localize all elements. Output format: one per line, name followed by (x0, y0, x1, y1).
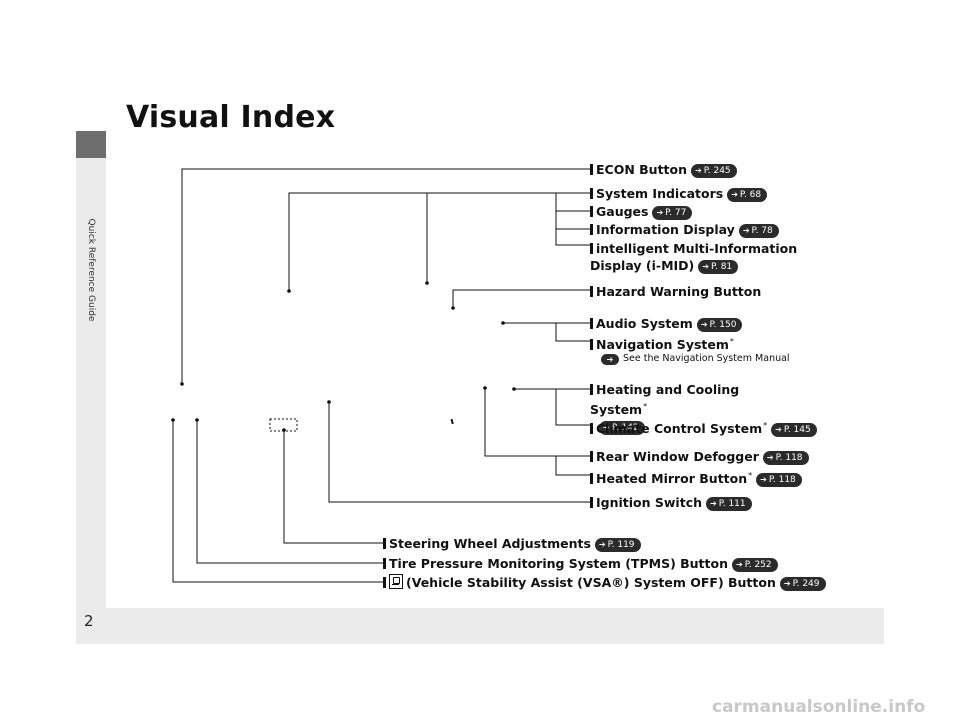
item-information-display[interactable]: Information Display➔P. 78 (590, 221, 779, 238)
page-ref-badge[interactable]: ➔P. 119 (594, 538, 641, 552)
pointer-dot (425, 281, 429, 285)
bullet-bar (590, 318, 593, 329)
page-ref-badge[interactable]: ➔P. 142 (599, 421, 645, 436)
arrow-icon: ➔ (656, 208, 664, 217)
leader-system-indicators (288, 192, 590, 291)
arrow-icon: ➔ (736, 560, 743, 569)
item-heated-mirror-button[interactable]: Heated Mirror Button*➔P. 118 (590, 467, 802, 488)
watermark: carmanualsonline.info (712, 697, 926, 717)
leader-hazard (452, 289, 590, 308)
item-ignition-switch[interactable]: Ignition Switch➔P. 111 (590, 494, 752, 511)
bullet-bar (383, 558, 386, 569)
page-ref-badge[interactable]: ➔P. 252 (732, 558, 778, 572)
pointer-dot (483, 386, 487, 390)
page-ref-badge[interactable]: ➔P. 145 (771, 423, 817, 438)
bullet-bar (590, 473, 593, 485)
page-ref-badge[interactable]: ➔P. 249 (779, 577, 826, 591)
bullet-bar (383, 538, 386, 549)
item-steering-wheel-adjustments[interactable]: Steering Wheel Adjustments➔P. 119 (383, 535, 641, 552)
page-ref-badge[interactable]: ➔P. 118 (762, 451, 809, 465)
item-i-mid[interactable]: intelligent Multi-Information Display (i… (590, 241, 798, 274)
bullet-bar (590, 384, 593, 395)
bullet-bar (590, 286, 593, 297)
pointer-dot (287, 289, 291, 293)
bullet-bar (590, 164, 593, 175)
bullet-bar (590, 188, 593, 199)
leader-defogger (484, 388, 590, 457)
bullet-bar (590, 339, 593, 351)
pointer-dot (512, 387, 516, 391)
arrow-icon: ➔ (598, 540, 606, 549)
item-tpms-button[interactable]: Tire Pressure Monitoring System (TPMS) B… (383, 555, 778, 572)
leader-climate (555, 389, 590, 426)
page-number: 2 (84, 612, 94, 630)
arrow-icon: ➔ (766, 453, 774, 462)
arrow-icon: ➔ (695, 166, 702, 175)
bullet-bar (590, 497, 593, 508)
page-ref-badge[interactable]: ➔P. 150 (696, 318, 743, 332)
pointer-dot (451, 306, 455, 310)
arrow-icon: ➔ (742, 226, 750, 235)
bullet-bar (590, 423, 593, 435)
bullet-bar (590, 243, 593, 254)
leader-audio (503, 322, 590, 342)
bullet-bar (590, 451, 593, 462)
leader-econ (181, 168, 590, 384)
arrow-icon: ➔ (731, 190, 738, 199)
bullet-bar (383, 577, 386, 588)
page-ref-badge[interactable]: ➔P. 78 (738, 224, 779, 238)
arrow-icon: ➔ (760, 475, 767, 485)
pointer-mark (450, 418, 454, 425)
leader-steering (283, 430, 383, 544)
item-heating-cooling-system[interactable]: Heating and Cooling System*➔P. 142 (590, 382, 740, 436)
leader-tpms (196, 420, 383, 564)
leader-bracket-gauges (555, 192, 590, 246)
pointer-dot (501, 321, 505, 325)
arrow-icon: ➔ (700, 320, 708, 329)
leader-ignition (328, 402, 590, 503)
page-ref-badge[interactable]: ➔P. 118 (756, 473, 802, 488)
content-area (106, 131, 884, 608)
arrow-icon: ➔ (603, 423, 610, 433)
item-navigation-system[interactable]: Navigation System* (590, 333, 734, 353)
item-system-indicators[interactable]: System Indicators➔P. 68 (590, 185, 768, 202)
item-hazard-warning-button[interactable]: Hazard Warning Button (590, 283, 761, 300)
arrow-icon: ➔ (783, 579, 791, 588)
bullet-bar (590, 206, 593, 217)
item-climate-control-system[interactable]: Climate Control System*➔P. 145 (590, 417, 817, 438)
item-vsa-off-button[interactable]: (Vehicle Stability Assist (VSA®) System … (383, 574, 826, 591)
bullet-bar (590, 224, 593, 235)
leader-mirror (555, 456, 590, 476)
page-ref-badge[interactable]: ➔P. 77 (652, 206, 693, 220)
section-tab (76, 131, 106, 158)
pointer-dot (180, 382, 184, 386)
leader-vsa (172, 420, 383, 583)
item-rear-window-defogger[interactable]: Rear Window Defogger➔P. 118 (590, 448, 809, 465)
item-gauges[interactable]: Gauges➔P. 77 (590, 203, 693, 220)
page-ref-badge[interactable]: ➔P. 111 (706, 497, 752, 511)
page-ref-badge[interactable]: ➔P. 245 (691, 164, 737, 178)
pointer-dot (195, 418, 199, 422)
item-audio-system[interactable]: Audio System➔P. 150 (590, 315, 743, 332)
page-title: Visual Index (126, 100, 336, 135)
arrow-icon: ➔ (702, 262, 709, 271)
pointer-dot (282, 428, 286, 432)
arrow-icon: ➔ (710, 499, 717, 508)
page-ref-badge[interactable]: ➔P. 81 (698, 260, 739, 274)
pointer-dot (171, 418, 175, 422)
pointer-dot (327, 400, 331, 404)
item-econ-button[interactable]: ECON Button➔P. 245 (590, 161, 737, 178)
arrow-icon: ➔ (775, 425, 782, 435)
page-ref-badge[interactable]: ➔P. 68 (727, 188, 768, 202)
vsa-off-icon (389, 574, 403, 589)
manual-ref-icon: ➔ (601, 354, 619, 365)
navigation-note: ➔See the Navigation System Manual (601, 353, 790, 365)
